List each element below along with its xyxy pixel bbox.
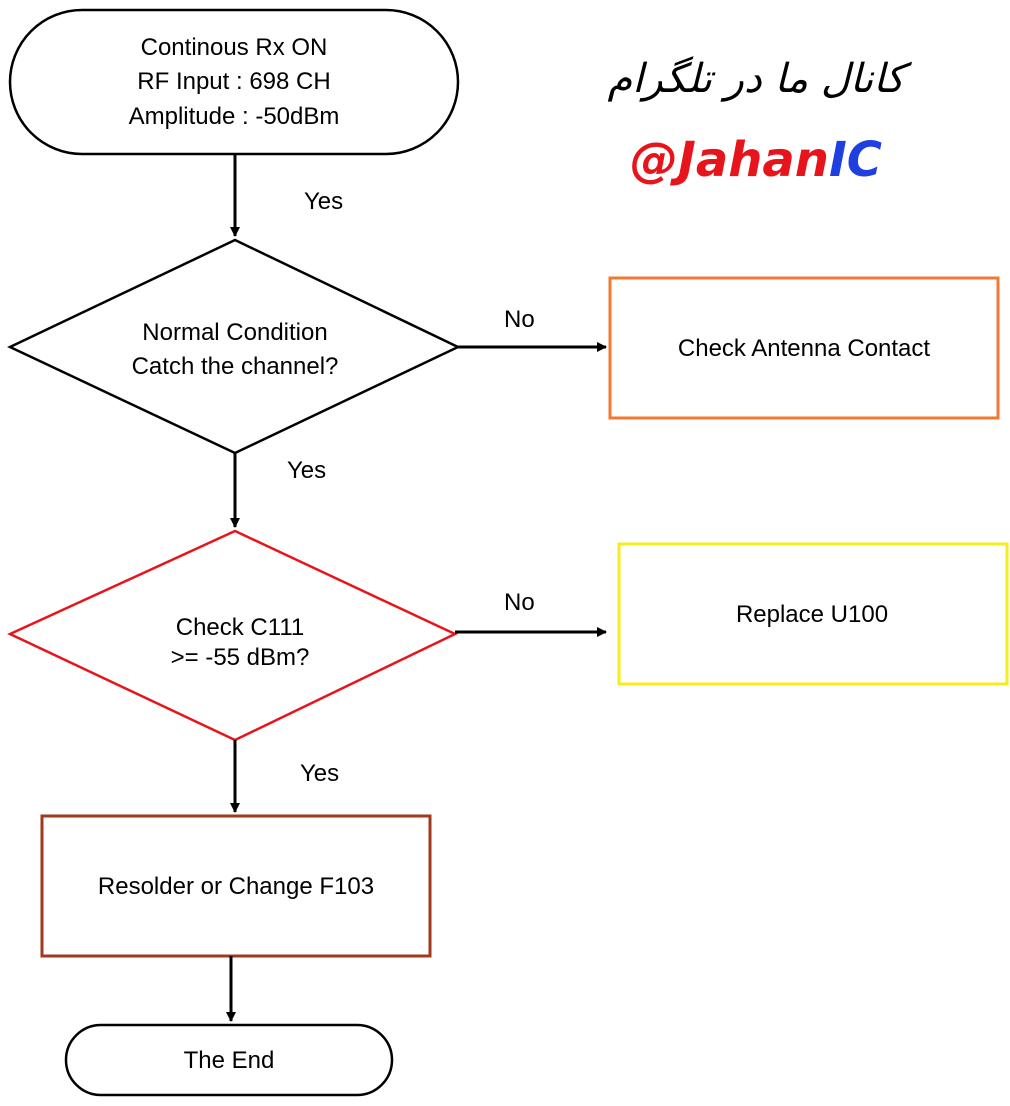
start-node: Continous Rx ON RF Input : 698 CH Amplit… <box>8 8 460 156</box>
antenna-label: Check Antenna Contact <box>678 335 930 362</box>
u100-label: Replace U100 <box>736 601 888 628</box>
decision1-line-1: Normal Condition <box>142 319 327 346</box>
start-line-1: Continous Rx ON <box>141 34 328 61</box>
decision2-line-1: Check C111 <box>176 614 305 641</box>
start-line-2: RF Input : 698 CH <box>137 68 330 95</box>
watermark-handle-suffix: IC <box>829 132 882 188</box>
decision-check-c111: Check C111 >= -55 dBm? <box>7 529 458 742</box>
end-label: The End <box>184 1047 275 1074</box>
action-check-antenna: Check Antenna Contact <box>608 276 1000 420</box>
edge-label-yes-2: Yes <box>287 457 326 484</box>
watermark-persian-text: کانال ما در تلگرام <box>608 56 913 102</box>
watermark-handle-prefix: @Jahan <box>630 132 829 188</box>
end-node: The End <box>64 1023 394 1097</box>
edge-label-yes-3: Yes <box>300 760 339 787</box>
decision1-line-2: Catch the channel? <box>132 353 339 380</box>
action-resolder-f103: Resolder or Change F103 <box>40 814 432 958</box>
decision2-line-2: >= -55 dBm? <box>171 644 310 671</box>
start-line-3: Amplitude : -50dBm <box>129 103 340 130</box>
watermark-handle: @JahanIC <box>630 132 882 188</box>
watermark: کانال ما در تلگرام @JahanIC <box>608 56 913 188</box>
action-replace-u100: Replace U100 <box>617 542 1009 686</box>
decision-normal-condition: Normal Condition Catch the channel? <box>7 238 461 455</box>
edge-label-yes-1: Yes <box>304 188 343 215</box>
f103-label: Resolder or Change F103 <box>98 873 374 900</box>
edge-label-no-1: No <box>504 306 535 333</box>
edge-label-no-2: No <box>504 589 535 616</box>
